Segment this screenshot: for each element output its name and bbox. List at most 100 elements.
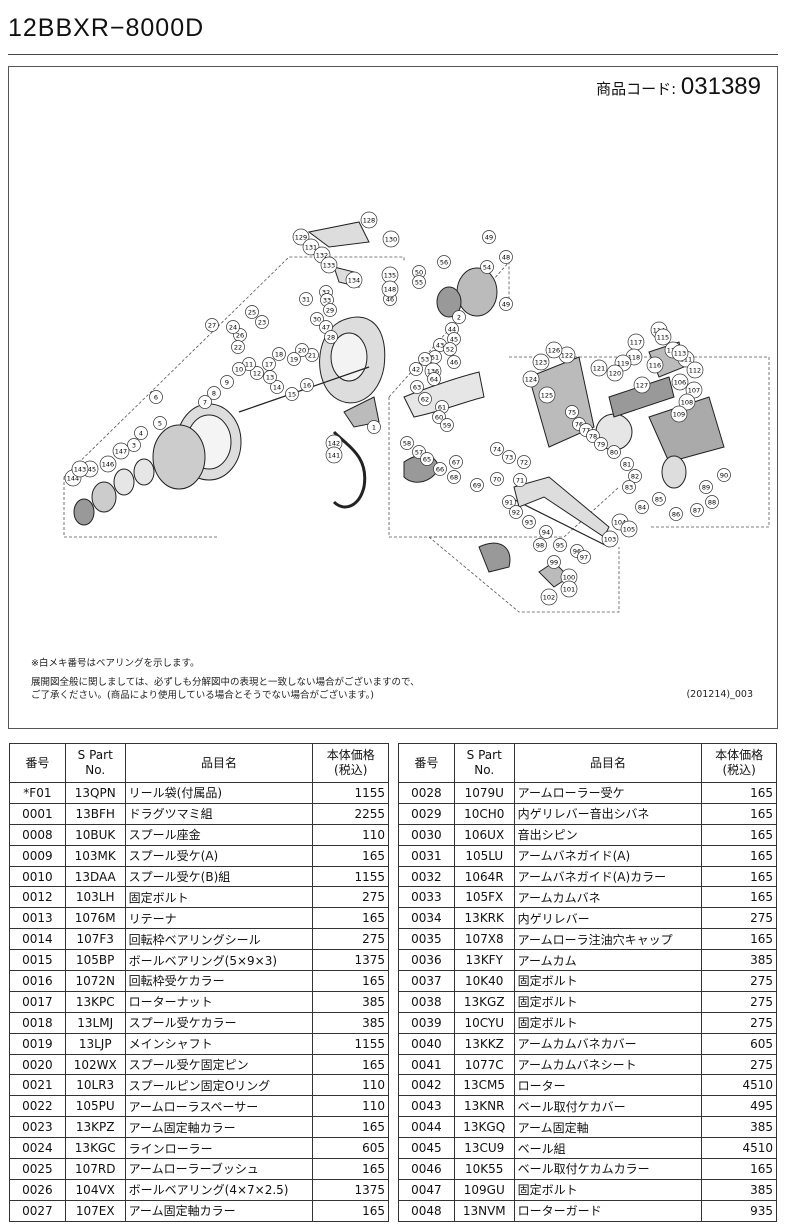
callout-number: 17 bbox=[265, 361, 273, 369]
item-name-cell: スプール座金 bbox=[124, 823, 314, 846]
price-cell: 385 bbox=[701, 1178, 777, 1201]
callout-circle bbox=[452, 310, 466, 324]
callout-number: 93 bbox=[525, 519, 533, 527]
header-spart: S Part No. bbox=[64, 743, 126, 783]
s-part-cell: 13KRK bbox=[453, 907, 515, 930]
callout-circle bbox=[287, 352, 301, 366]
callout-circle bbox=[540, 588, 558, 606]
document-number: (201214)_003 bbox=[686, 689, 753, 700]
callout-number: 84 bbox=[638, 504, 646, 512]
callout-circle bbox=[601, 530, 619, 548]
callout-circle bbox=[646, 356, 664, 374]
callout-number: 109 bbox=[673, 411, 685, 419]
part-number-cell: 0013 bbox=[9, 907, 66, 930]
callout-circle bbox=[517, 455, 531, 469]
s-part-cell: 1072N bbox=[64, 970, 126, 992]
price-cell: 2255 bbox=[312, 802, 389, 825]
callout-number: 57 bbox=[415, 449, 423, 457]
header-num: 番号 bbox=[398, 743, 455, 783]
callout-number: 90 bbox=[720, 472, 728, 480]
item-name-cell: スプールピン固定Oリング bbox=[124, 1074, 314, 1097]
callout-number: 97 bbox=[580, 554, 588, 562]
item-name-cell: メインシャフト bbox=[124, 1032, 314, 1055]
s-part-cell: 107X8 bbox=[453, 928, 515, 951]
callout-number: 135 bbox=[384, 272, 396, 280]
callout-number: 146 bbox=[102, 461, 114, 469]
callout-circle bbox=[153, 416, 167, 430]
table-header-row: 番号 S Part No. 品目名 本体価格 (税込) bbox=[9, 743, 389, 783]
callout-number: 111 bbox=[680, 356, 692, 364]
item-name-cell: 内ゲリレバー音出シバネ bbox=[513, 802, 703, 825]
callout-circle bbox=[622, 480, 636, 494]
callout-number: 143 bbox=[74, 466, 86, 474]
item-name-cell: ラインローラー bbox=[124, 1137, 314, 1160]
note-line-disclaimer-2: ご了承ください。(商品により使用している場合とそうでない場合がございます。) bbox=[31, 690, 374, 701]
callout-circle bbox=[323, 303, 337, 317]
callout-circle bbox=[205, 318, 219, 332]
callout-number: 71 bbox=[516, 477, 524, 485]
s-part-cell: 13KKZ bbox=[453, 1032, 515, 1055]
callout-number: 24 bbox=[229, 324, 237, 332]
callout-number: 106 bbox=[674, 379, 686, 387]
page-title: 12BBXR−8000D bbox=[8, 14, 205, 42]
callout-circle bbox=[449, 455, 463, 469]
part-number-cell: 0039 bbox=[398, 1011, 455, 1034]
s-part-cell: 13LMJ bbox=[64, 1011, 126, 1034]
callout-circle bbox=[440, 418, 454, 432]
price-cell: 110 bbox=[312, 823, 389, 846]
price-cell: 165 bbox=[312, 844, 389, 867]
note-line-disclaimer-1: 展開図全般に関しましては、必ずしも分解図中の表現と一致しない場合がございますので… bbox=[31, 677, 420, 688]
part-number-cell: 0048 bbox=[398, 1199, 455, 1222]
item-name-cell: スプール受ケ(B)組 bbox=[124, 865, 314, 888]
callout-circle bbox=[437, 255, 451, 269]
exploded-diagram-panel: 商品コード: 031389 bbox=[8, 66, 778, 729]
part-number-cell: 0025 bbox=[9, 1158, 66, 1180]
callout-circle bbox=[547, 555, 561, 569]
item-name-cell: アームカムバネシート bbox=[513, 1053, 703, 1076]
part-number-cell: 0043 bbox=[398, 1095, 455, 1118]
callout-number: 8 bbox=[212, 390, 216, 398]
callout-number: 55 bbox=[415, 279, 423, 287]
callout-circle bbox=[509, 505, 523, 519]
part-number-cell: 0018 bbox=[9, 1011, 66, 1034]
price-cell: 165 bbox=[312, 1053, 389, 1076]
price-cell: 275 bbox=[312, 886, 389, 909]
callout-circle bbox=[607, 445, 621, 459]
callout-number: 118 bbox=[628, 354, 640, 362]
part-number-cell: 0038 bbox=[398, 990, 455, 1013]
callout-circle bbox=[112, 442, 130, 460]
callout-circle bbox=[532, 353, 550, 371]
part-number-cell: 0031 bbox=[398, 844, 455, 867]
part-number-cell: 0016 bbox=[9, 970, 66, 992]
part-number-cell: 0020 bbox=[9, 1053, 66, 1076]
assembly-guides bbox=[63, 256, 770, 613]
callout-number: 16 bbox=[303, 382, 311, 390]
price-cell: 165 bbox=[701, 802, 777, 825]
s-part-cell: 107RD bbox=[64, 1158, 126, 1180]
callout-circle bbox=[669, 507, 683, 521]
callout-circle bbox=[717, 468, 731, 482]
part-number-cell: 0008 bbox=[9, 823, 66, 846]
s-part-cell: 103MK bbox=[64, 844, 126, 867]
header-price: 本体価格 (税込) bbox=[312, 743, 389, 783]
callout-number: 43 bbox=[436, 342, 444, 350]
item-name-cell: アームローラーブッシュ bbox=[124, 1158, 314, 1180]
s-part-cell: 105PU bbox=[64, 1095, 126, 1118]
callout-circle bbox=[545, 341, 563, 359]
callout-number: 32 bbox=[322, 289, 330, 297]
product-code-label: 商品コード: bbox=[596, 80, 677, 98]
callout-circle bbox=[671, 344, 689, 362]
callout-number: 130 bbox=[385, 236, 397, 244]
price-cell: 275 bbox=[701, 1011, 777, 1034]
callout-number: 42 bbox=[412, 366, 420, 374]
callout-number: 62 bbox=[421, 396, 429, 404]
callout-number: 126 bbox=[548, 347, 560, 355]
